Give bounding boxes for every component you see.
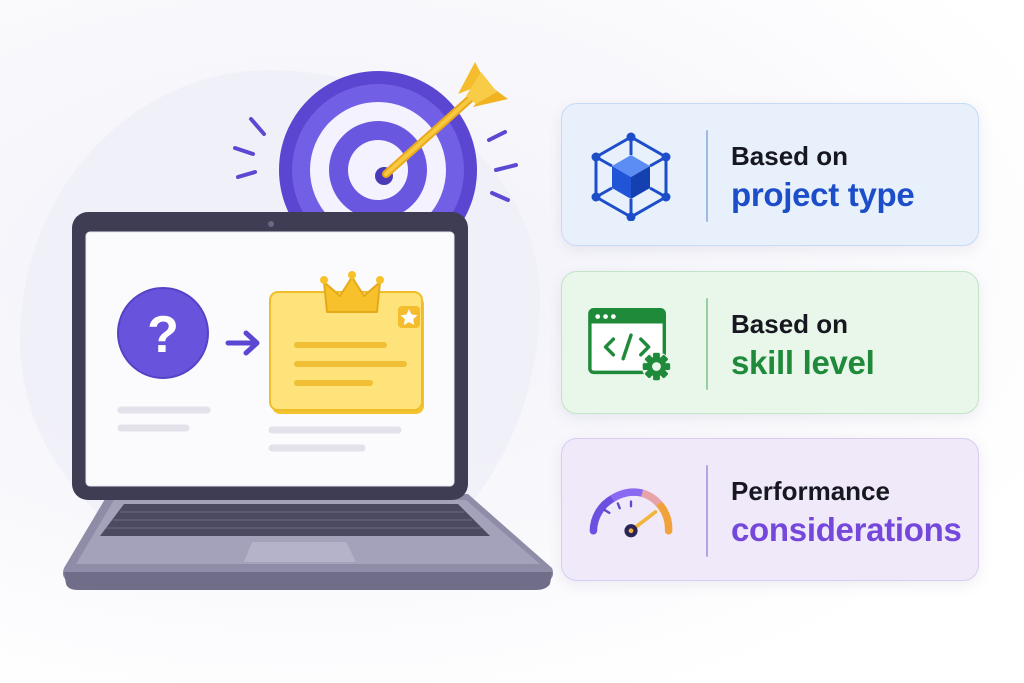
card-divider — [706, 298, 708, 390]
card-skill-level: Based on skill level — [561, 271, 979, 414]
svg-text:?: ? — [147, 306, 179, 364]
card-title: considerations — [731, 511, 962, 548]
highlighted-card-icon — [269, 291, 424, 414]
card-heading: Based on — [731, 141, 849, 171]
crown-icon — [320, 271, 384, 313]
star-icon — [398, 306, 420, 328]
speedometer-icon — [584, 471, 678, 551]
placeholder-lines-right — [268, 426, 402, 452]
code-window-gear-icon — [584, 304, 678, 384]
card-divider — [706, 130, 708, 222]
placeholder-lines-left — [117, 406, 211, 432]
arrow-right-icon — [225, 330, 260, 356]
card-heading: Performance — [731, 476, 890, 506]
card-project-type: Based on project type — [561, 103, 979, 246]
card-performance: Performance considerations — [561, 438, 979, 581]
card-title: project type — [731, 176, 915, 213]
card-title: skill level — [731, 344, 875, 381]
question-mark-icon: ? — [117, 287, 209, 379]
card-divider — [706, 465, 708, 557]
cube-network-icon — [584, 132, 678, 221]
card-heading: Based on — [731, 309, 849, 339]
illustration: ? — [62, 62, 554, 590]
